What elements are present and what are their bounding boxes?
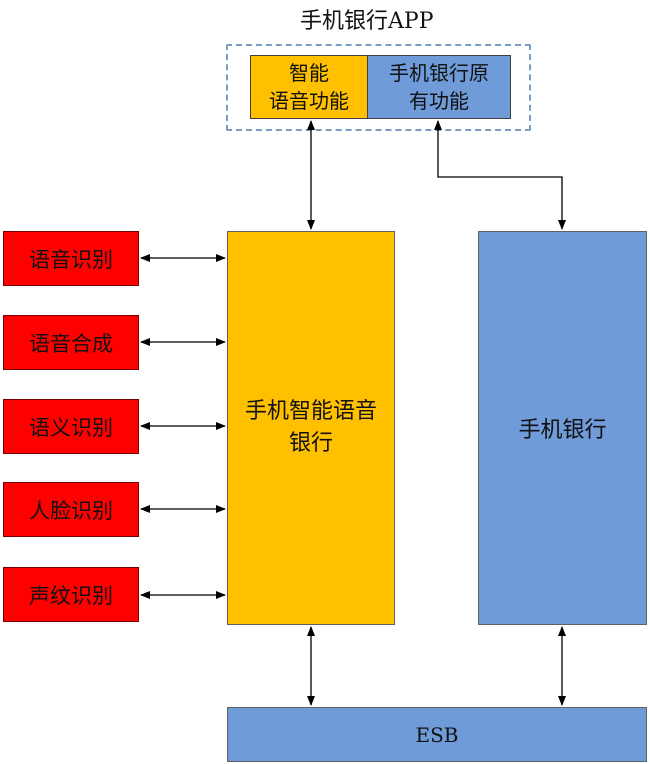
smart-voice-function-line-1: 智能: [289, 61, 329, 85]
face-recognition-box: 人脸识别: [3, 482, 139, 537]
mobile-bank-box: 手机银行: [478, 231, 647, 625]
original-function-box: 手机银行原 有功能: [367, 55, 511, 119]
arrow-app-to-mobile-bank: [434, 120, 566, 230]
app-frame: [226, 44, 531, 131]
speech-recognition-box: 语音识别: [3, 231, 139, 286]
smart-voice-function-box: 智能 语音功能: [250, 55, 368, 119]
esb-label: ESB: [415, 722, 459, 747]
smart-voice-bank-box: 手机智能语音 银行: [227, 231, 395, 625]
speech-synthesis-label: 语音合成: [29, 331, 113, 356]
semantic-recognition-box: 语义识别: [3, 399, 139, 454]
speech-recognition-label: 语音识别: [29, 247, 113, 272]
esb-box: ESB: [227, 707, 647, 762]
voiceprint-recognition-label: 声纹识别: [29, 583, 113, 608]
semantic-recognition-label: 语义识别: [29, 415, 113, 440]
face-recognition-label: 人脸识别: [29, 498, 113, 523]
smart-voice-bank-line-2: 银行: [288, 431, 333, 456]
voiceprint-recognition-box: 声纹识别: [3, 567, 139, 622]
mobile-bank-label: 手机银行: [518, 418, 607, 443]
app-title: 手机银行APP: [300, 9, 434, 34]
original-function-line-1: 手机银行原: [389, 61, 489, 85]
smart-voice-bank-line-1: 手机智能语音: [244, 399, 377, 424]
original-function-line-2: 有功能: [409, 89, 469, 113]
smart-voice-function-line-2: 语音功能: [269, 89, 349, 113]
speech-synthesis-box: 语音合成: [3, 315, 139, 370]
